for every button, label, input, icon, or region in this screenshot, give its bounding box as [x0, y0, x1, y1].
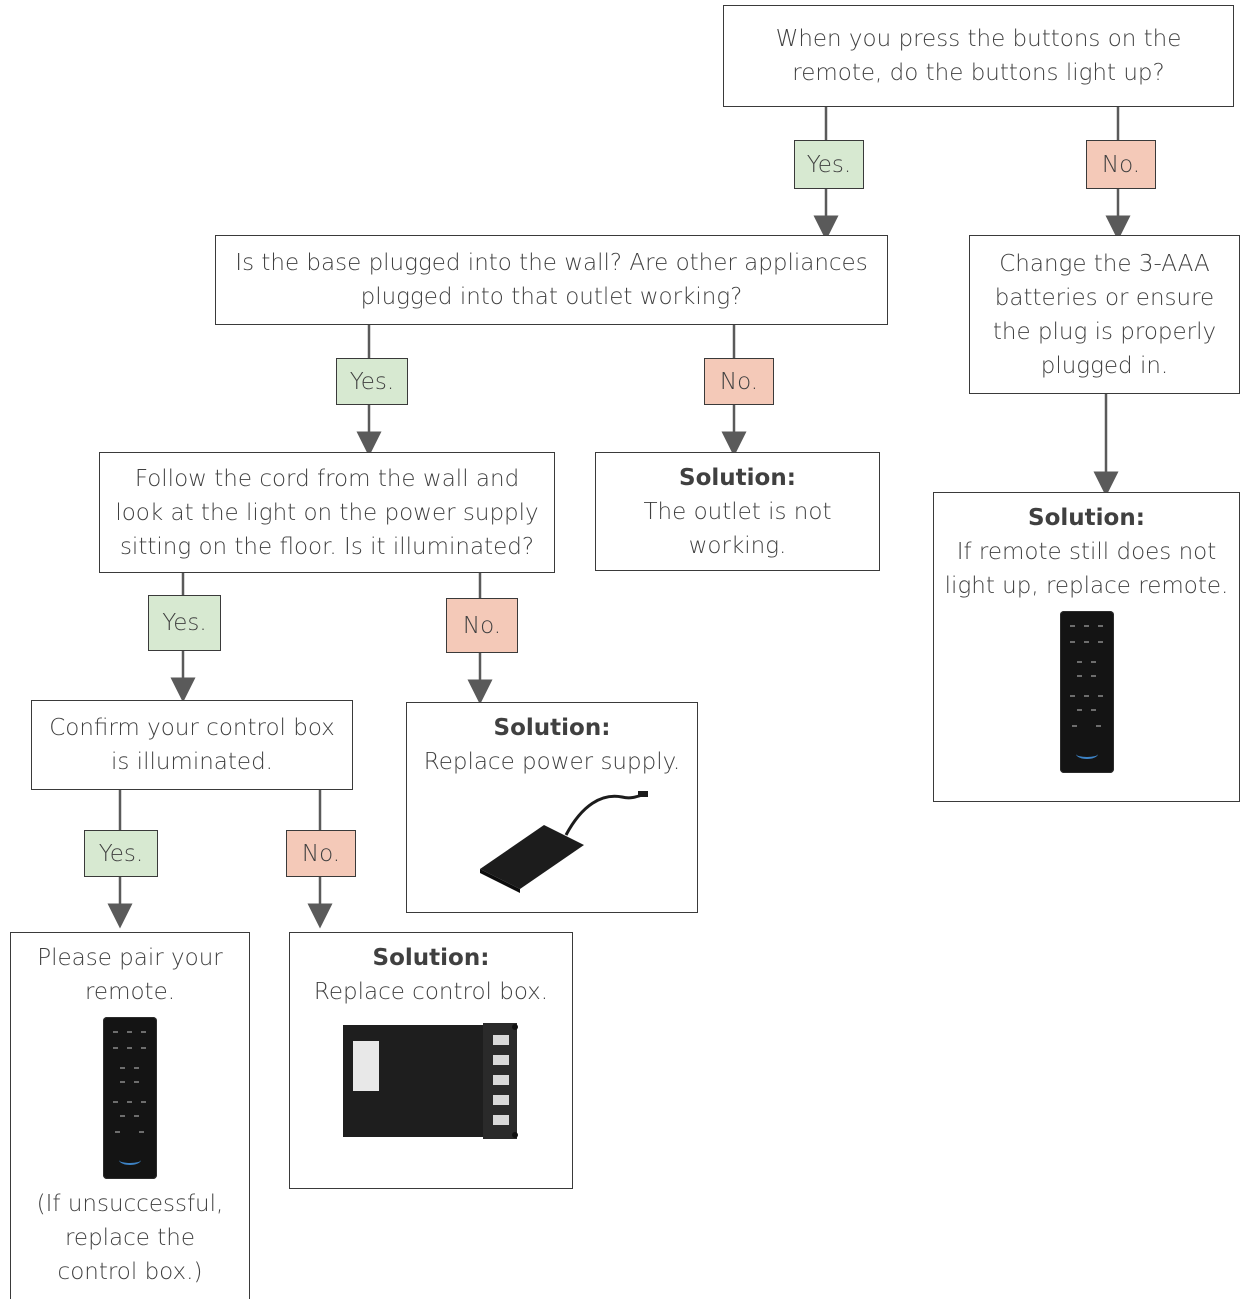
no-tag-1: No.	[1086, 140, 1156, 189]
solution-control-box: Solution: Replace control box.	[289, 932, 573, 1189]
question-control-box: Confirm your control box is illuminated.	[31, 700, 353, 790]
remote-control-icon	[1059, 611, 1114, 773]
no-tag-4: No.	[286, 830, 356, 877]
solution-outlet: Solution: The outlet is not working.	[595, 452, 880, 571]
solution-replace-remote: Solution: If remote still does not light…	[933, 492, 1240, 802]
remote-control-icon	[103, 1017, 157, 1179]
question-buttons-light: When you press the buttons on the remote…	[723, 5, 1234, 107]
yes-tag-1: Yes.	[794, 140, 864, 189]
power-supply-icon	[480, 791, 648, 893]
solution-power-supply: Solution: Replace power supply.	[406, 702, 698, 913]
action-pair-remote: Please pair your remote. (If unsuccessfu…	[10, 932, 250, 1299]
action-change-batteries: Change the 3-AAA batteries or ensure the…	[969, 235, 1240, 394]
question-follow-cord: Follow the cord from the wall and look a…	[99, 452, 555, 573]
question-base-plugged: Is the base plugged into the wall? Are o…	[215, 235, 888, 325]
yes-tag-2: Yes.	[336, 358, 408, 405]
yes-tag-4: Yes.	[84, 830, 158, 877]
no-tag-3: No.	[446, 598, 518, 653]
no-tag-2: No.	[704, 358, 774, 405]
yes-tag-3: Yes.	[148, 595, 221, 651]
control-box-icon	[343, 1023, 518, 1139]
